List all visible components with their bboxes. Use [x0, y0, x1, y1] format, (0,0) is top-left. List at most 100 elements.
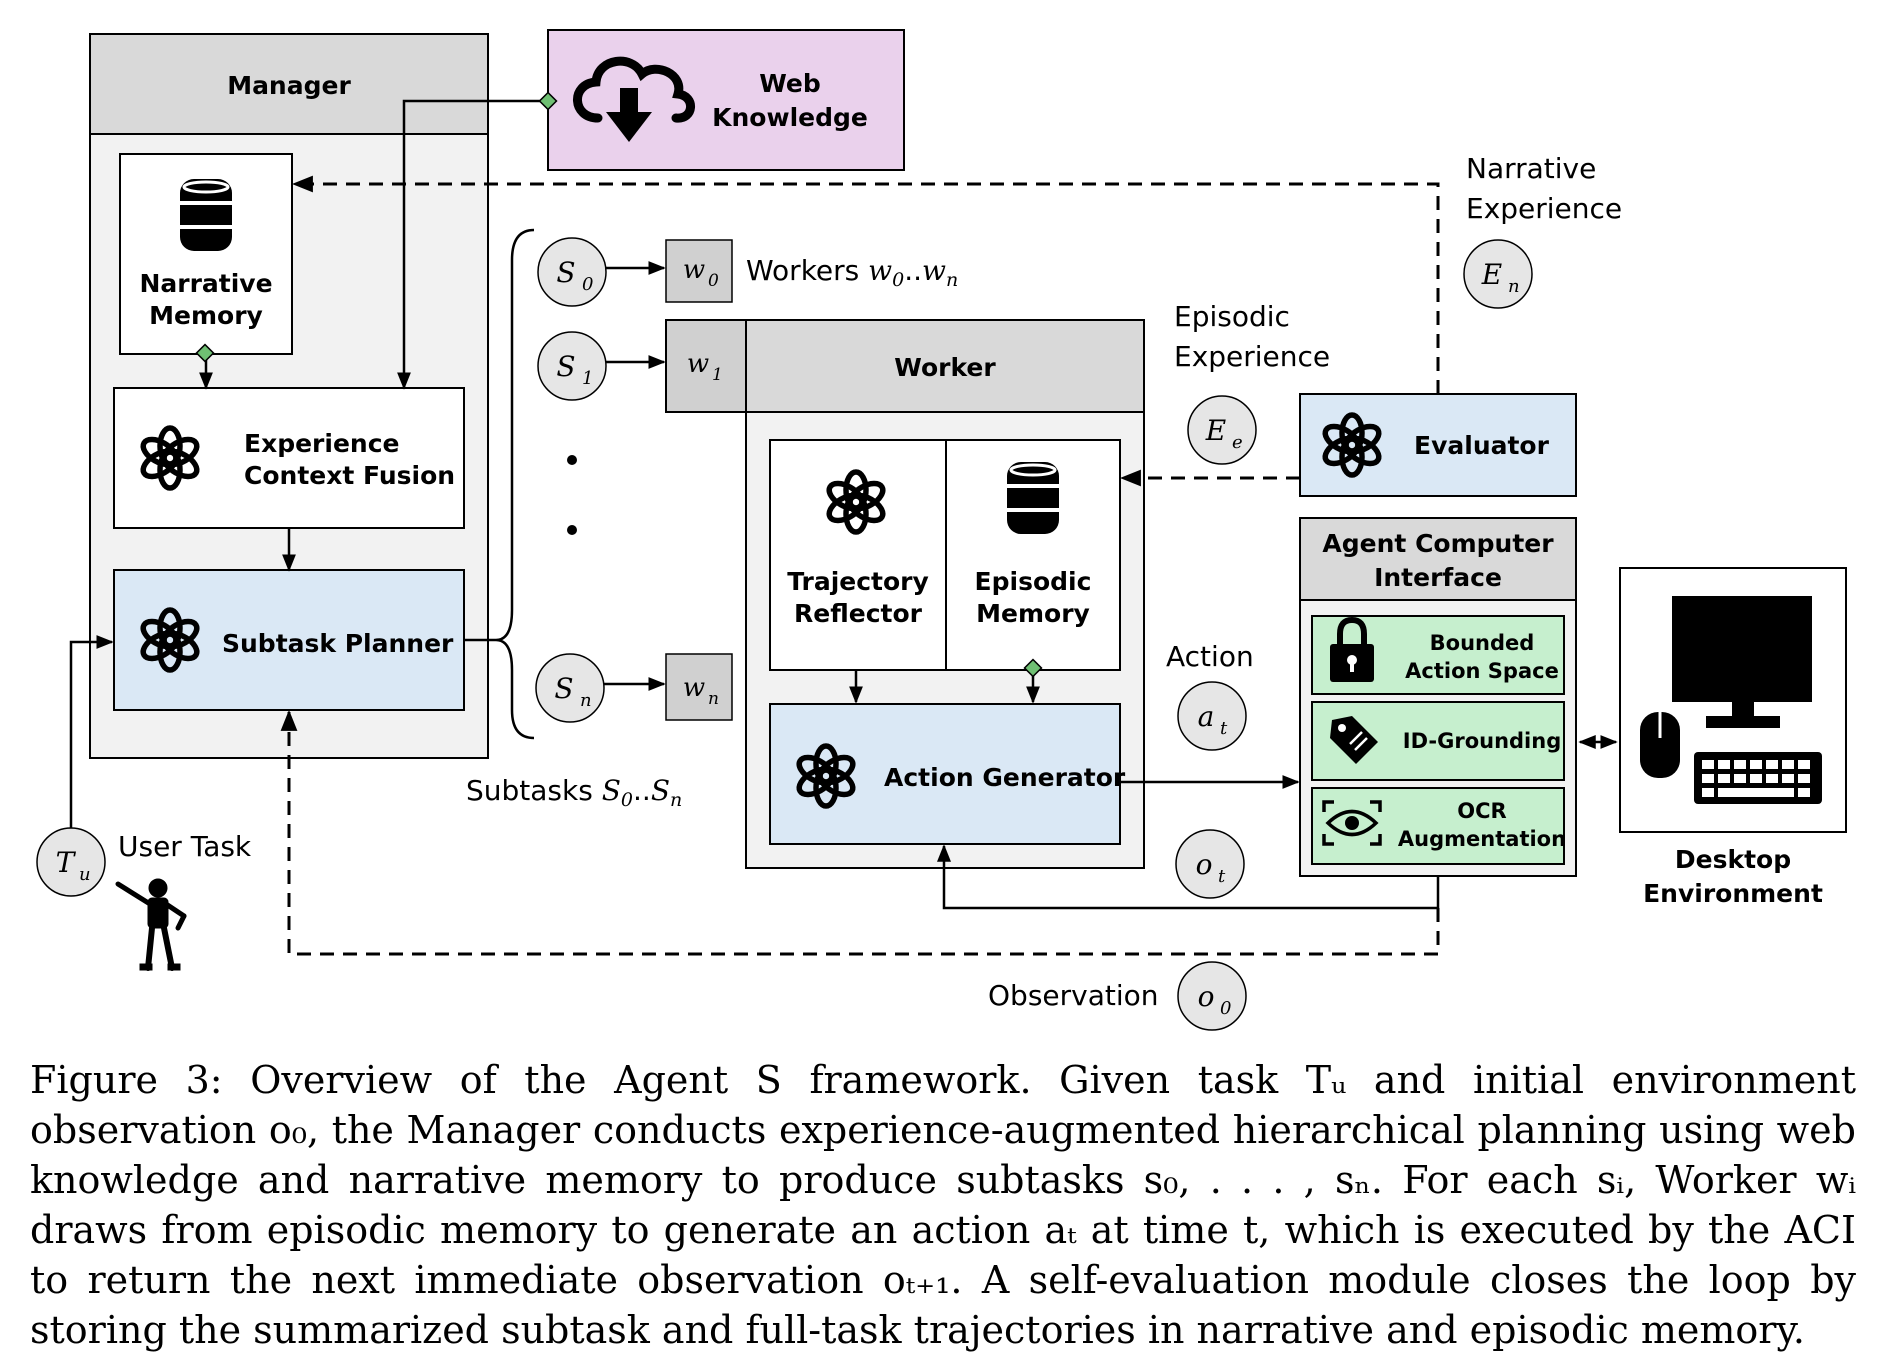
subtask-s0: S 0 [537, 237, 607, 307]
user-task-arrow [69, 635, 114, 840]
svg-text:u: u [79, 864, 91, 885]
svg-text:t: t [1220, 718, 1228, 739]
episodic-memory-label-1: Episodic [975, 567, 1092, 596]
web-knowledge-label-2: Knowledge [712, 103, 868, 132]
w1-subscript: 1 [712, 365, 723, 385]
w1-symbol: w [687, 349, 709, 379]
narrative-memory-label-2: Memory [149, 301, 263, 330]
o0-node: o 0 [1177, 961, 1247, 1031]
wn-symbol: w [683, 673, 705, 703]
wn-subscript: n [708, 689, 719, 709]
worker-title: Worker [894, 353, 996, 382]
subtask-s1: S 1 [537, 331, 607, 401]
svg-text:o: o [1198, 980, 1215, 1013]
w0-subscript: 0 [708, 271, 719, 291]
en-node: E n [1463, 239, 1533, 309]
person-icon [115, 878, 187, 971]
evaluator-label: Evaluator [1414, 431, 1550, 460]
ocr-label-1: OCR [1457, 799, 1506, 823]
cloud-download-icon [573, 56, 695, 142]
ellipsis-dot [567, 455, 577, 465]
experience-context-fusion-box: Experience Context Fusion [113, 387, 465, 529]
web-knowledge-label-1: Web [759, 69, 821, 98]
s0-subscript: 0 [582, 274, 593, 295]
svg-text:T: T [56, 846, 77, 879]
subtask-sn: S n [535, 653, 605, 723]
episodic-experience-label-1: Episodic [1174, 300, 1290, 333]
ot-node: o t [1175, 829, 1245, 899]
subtasks-label: Subtasks S0..Sn [466, 774, 682, 811]
desktop-label-1: Desktop [1675, 845, 1791, 874]
subtask-planner-box: Subtask Planner [113, 569, 465, 711]
svg-text:E: E [1205, 414, 1226, 447]
at-node: a t [1177, 681, 1247, 751]
narrative-experience-label-1: Narrative [1466, 152, 1596, 185]
episodic-memory-box: Episodic Memory [945, 439, 1121, 671]
workers-label: Workers w0..wn [746, 254, 958, 291]
ee-node: E e [1187, 395, 1257, 465]
sn-symbol: S [554, 672, 573, 705]
web-knowledge-box: Web Knowledge [547, 29, 905, 171]
connector-diamond [538, 91, 558, 111]
worker-w1 [665, 319, 747, 413]
worker-w0: w 0 [665, 239, 733, 303]
svg-text:t: t [1218, 866, 1226, 887]
sn-subscript: n [580, 690, 592, 711]
trajectory-reflector-label-2: Reflector [794, 599, 923, 628]
svg-text:0: 0 [1220, 998, 1231, 1019]
subtask-planner-label: Subtask Planner [222, 629, 454, 658]
narrative-memory-label-1: Narrative [139, 269, 272, 298]
subtasks-brace [464, 228, 535, 740]
database-icon [1005, 460, 1061, 536]
s1-symbol: S [556, 350, 575, 383]
figure-caption: Figure 3: Overview of the Agent S framew… [30, 1058, 1856, 1352]
observation-label: Observation [988, 979, 1159, 1012]
trajectory-reflector-label-1: Trajectory [787, 567, 929, 596]
connector-diamond [195, 343, 215, 363]
ocr-augmentation-box: OCR Augmentation [1311, 787, 1566, 865]
id-grounding-box: ID-Grounding [1311, 701, 1565, 781]
svg-text:n: n [1508, 276, 1520, 297]
narrative-experience-arrow [291, 175, 1440, 394]
s0-symbol: S [556, 256, 575, 289]
ellipsis-dot [567, 525, 577, 535]
svg-text:E: E [1481, 258, 1502, 291]
manager-title: Manager [227, 71, 351, 100]
episodic-memory-label-2: Memory [976, 599, 1090, 628]
ocr-label-2: Augmentation [1398, 827, 1566, 851]
s1-subscript: 1 [582, 368, 593, 389]
bounded-action-space-box: Bounded Action Space [1311, 615, 1565, 695]
action-generator-label: Action Generator [884, 763, 1126, 792]
agent-s-diagram: Manager Narrative Memory Experience Cont… [36, 29, 1847, 1031]
action-label: Action [1166, 640, 1254, 673]
svg-text:o: o [1196, 848, 1213, 881]
svg-text:e: e [1232, 432, 1243, 453]
grounding-label: ID-Grounding [1403, 729, 1561, 753]
narrative-memory-box: Narrative Memory [119, 153, 293, 355]
episodic-experience-label-2: Experience [1174, 340, 1330, 373]
experience-context-fusion-label-2: Context Fusion [244, 461, 455, 490]
observation-ot-arrow [937, 844, 1440, 910]
computer-icon [1640, 596, 1822, 804]
lock-icon [1330, 616, 1374, 682]
user-task-label: User Task [118, 830, 252, 863]
experience-context-fusion-label-1: Experience [244, 429, 399, 458]
trajectory-reflector-box: Trajectory Reflector [769, 439, 947, 671]
action-generator-box: Action Generator [769, 703, 1126, 845]
aci-title-1: Agent Computer [1322, 529, 1554, 558]
observation-o0-arrow [280, 709, 1440, 956]
bounded-label-2: Action Space [1405, 659, 1559, 683]
svg-text:a: a [1198, 700, 1215, 733]
tag-icon [1330, 716, 1378, 764]
aci-title-2: Interface [1374, 563, 1502, 592]
tu-node: T u [36, 827, 106, 897]
connector-diamond [1023, 658, 1043, 678]
desktop-label-2: Environment [1643, 879, 1823, 908]
database-icon [178, 177, 234, 253]
web-knowledge-to-fusion-arrow [397, 99, 548, 390]
w0-symbol: w [683, 255, 705, 285]
narrative-experience-label-2: Experience [1466, 192, 1622, 225]
eye-scan-icon [1322, 800, 1382, 846]
desktop-environment-box [1619, 567, 1847, 833]
bounded-label-1: Bounded [1430, 631, 1535, 655]
